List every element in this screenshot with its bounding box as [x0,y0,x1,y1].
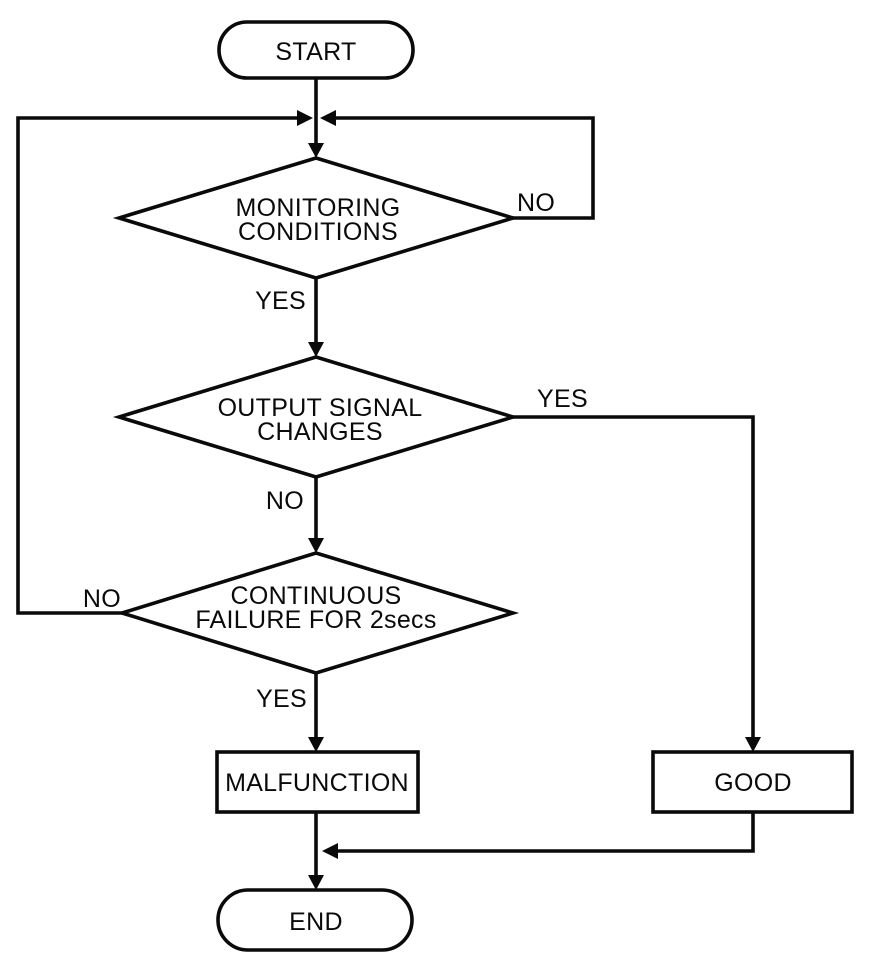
label-continuous-line2: FAILURE FOR 2secs [195,606,436,634]
label-monitoring-line1: MONITORING [235,194,400,222]
arrowhead-left-loop-into-junction [297,110,313,126]
node-monitoring-conditions [112,156,520,280]
arrowhead-into-good [745,737,761,752]
arrowhead-into-output [308,342,324,357]
arrowhead-merge-from-good [322,843,338,859]
node-output-signal-changes [112,355,520,479]
arrowhead-into-malfunction [308,737,324,752]
arrowhead-into-monitoring [308,143,324,158]
node-malfunction [215,750,420,814]
nodes [112,20,854,952]
label-continuous-line1: CONTINUOUS [230,582,401,610]
label-malfunction: MALFUNCTION [225,769,409,797]
label-output-line1: OUTPUT SIGNAL [218,394,423,422]
edge-label-output-yes: YES [537,385,588,413]
node-end [216,888,414,952]
label-end: END [289,908,343,936]
edge-label-monitoring-no: NO [517,189,555,217]
edge-good-to-merge [330,812,755,853]
edge-monitoring-no-loop [325,116,595,220]
edge-continuous-no-loop [16,116,309,615]
label-output-line2: CHANGES [257,418,383,446]
label-start: START [275,38,356,66]
label-good: GOOD [714,769,792,797]
edge-label-output-no: NO [266,487,304,515]
label-monitoring-line2: CONDITIONS [238,218,398,246]
edge-label-monitoring-yes: YES [255,287,306,315]
edge-output-yes-to-good [511,415,755,745]
node-labels: START MONITORING CONDITIONS OUTPUT SIGNA… [195,38,791,936]
edge-label-continuous-yes: YES [256,685,307,713]
arrowhead-right-loop-into-junction [320,110,336,126]
node-continuous-failure [115,551,520,675]
arrowhead-into-end [308,875,324,890]
arrowhead-into-continuous [308,538,324,553]
edge-labels: NO YES YES NO NO YES [83,189,588,713]
edge-lines [16,78,755,883]
node-start [217,20,415,80]
arrowheads [297,110,761,890]
node-good [651,750,854,814]
edge-label-continuous-no: NO [83,585,121,613]
